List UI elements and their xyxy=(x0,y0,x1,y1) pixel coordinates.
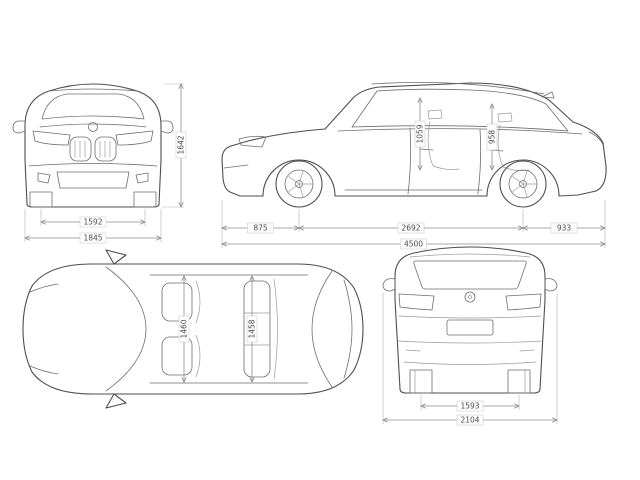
rear-overhang-dim-box xyxy=(550,222,578,234)
rear-wheels xyxy=(409,369,531,394)
rear-bench-seat xyxy=(243,280,271,378)
front-body-details xyxy=(12,88,174,189)
side-body-outline xyxy=(221,82,607,197)
rear-mirrors xyxy=(382,278,558,292)
rear-taillights xyxy=(398,293,542,311)
cabin-width-front-label-group: 1460 xyxy=(178,315,190,343)
front-view: 1592 1845 1642 xyxy=(12,83,187,244)
side-glasshouse xyxy=(351,88,569,132)
kidney-grille-left xyxy=(69,136,92,162)
front-height-dim-box xyxy=(175,131,187,159)
rear-view: 1593 2104 xyxy=(382,246,558,426)
front-height-dim-label-group: 1642 xyxy=(175,131,187,159)
top-view: 1460 1458 xyxy=(22,249,364,409)
side-rear-wheel xyxy=(499,160,547,208)
rear-overhang-dim-label: 933 xyxy=(557,224,572,233)
rear-body-outline xyxy=(394,246,546,394)
cabin-width-rear-dim-label: 1458 xyxy=(248,319,257,338)
rear-roundel-icon xyxy=(464,291,476,303)
wheelbase-dim-label: 2692 xyxy=(401,224,420,233)
rear-body-details xyxy=(397,253,543,394)
top-mirrors xyxy=(105,249,127,409)
front-body-outline xyxy=(24,83,162,208)
top-body-outline xyxy=(22,263,364,395)
cabin-width-front-dim-label: 1460 xyxy=(180,319,189,338)
rear-width-dim-box xyxy=(456,414,484,426)
front-track-dim-box xyxy=(79,216,107,228)
seat-front-left xyxy=(161,282,193,322)
rear-window xyxy=(413,260,527,290)
front-track-dim-label: 1592 xyxy=(83,218,102,227)
side-view: 1059 958 875 2692 933 4500 xyxy=(221,81,607,250)
grille-bars xyxy=(74,140,111,158)
front-rim xyxy=(284,169,314,199)
top-body-details xyxy=(29,266,353,392)
brand-roundel-icon xyxy=(88,122,98,132)
front-wheels xyxy=(29,191,157,208)
front-tire xyxy=(275,160,323,208)
front-overhang-dim-label: 875 xyxy=(253,224,268,233)
wheelbase-dim-box xyxy=(397,222,425,234)
rear-spokes xyxy=(512,171,537,197)
rear-width-dim-label: 2104 xyxy=(460,416,479,425)
rear-track-dim-box xyxy=(456,400,484,412)
seat-backrests xyxy=(195,278,278,380)
seat-front-right xyxy=(161,336,193,376)
front-height-dim-label: 1642 xyxy=(177,135,186,154)
cabin-height-front-label-group: 1059 xyxy=(414,120,426,148)
license-plate xyxy=(446,319,494,336)
side-seats xyxy=(427,109,530,171)
rear-track-dim-label: 1593 xyxy=(460,402,479,411)
overall-length-dim-label: 4500 xyxy=(404,240,423,249)
front-spokes xyxy=(288,171,313,197)
rear-extension-lines xyxy=(382,293,558,424)
front-extension-lines xyxy=(24,83,184,242)
rear-roundel-dot xyxy=(468,295,472,299)
cabin-height-rear-label-group: 958 xyxy=(486,123,498,151)
side-body-details xyxy=(223,81,604,195)
side-front-wheel xyxy=(275,160,323,208)
front-width-dim-label: 1845 xyxy=(83,234,102,243)
rear-rim xyxy=(508,169,538,199)
cabin-height-rear-dim-box xyxy=(486,123,498,151)
overall-length-dim-box xyxy=(400,238,427,250)
rear-tire xyxy=(499,160,547,208)
cabin-height-rear-dim-label: 958 xyxy=(488,130,497,145)
cabin-width-front-dim-box xyxy=(178,315,190,343)
front-overhang-dim-box xyxy=(247,222,274,234)
cabin-width-rear-dim-box xyxy=(246,315,258,343)
cabin-width-rear-label-group: 1458 xyxy=(246,315,258,343)
front-width-dim-box xyxy=(79,232,107,244)
cabin-height-front-dim-label: 1059 xyxy=(416,124,425,143)
kidney-grille-right xyxy=(94,136,117,162)
side-extension-lines xyxy=(221,200,606,248)
cabin-height-front-dim-box xyxy=(414,120,426,148)
